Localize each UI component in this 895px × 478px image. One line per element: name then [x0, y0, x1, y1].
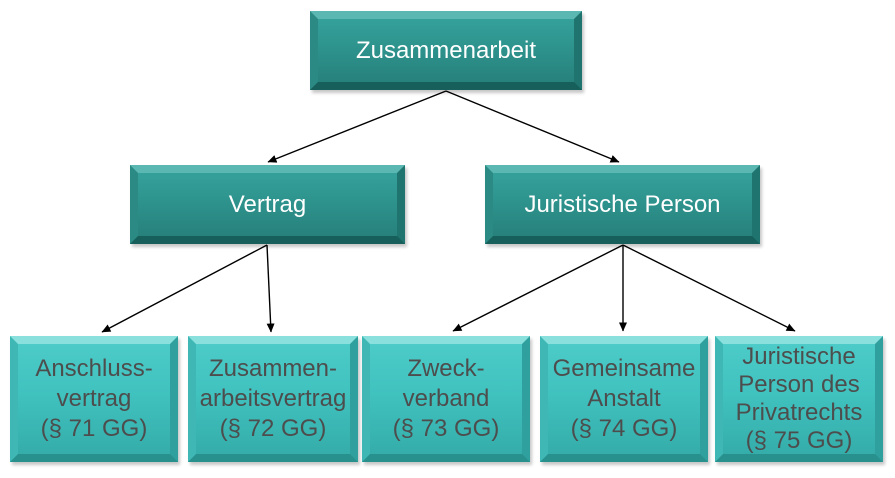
connector-jperson-b5 — [622, 244, 796, 332]
connector-root-vertrag — [267, 90, 447, 163]
connector-vertrag-b1 — [101, 244, 268, 333]
connector-root-jperson — [445, 90, 620, 163]
node-zusammenarbeit-label: Zusammenarbeit — [355, 37, 537, 64]
node-juristische-person-privatrechts: Juristische Person des Privatrechts (§ 7… — [715, 336, 883, 462]
connector-jperson-b3 — [452, 244, 624, 332]
node-gemeinsame-anstalt-label: Gemeinsame Anstalt (§ 74 GG) — [552, 355, 696, 442]
connector-vertrag-b2 — [266, 244, 275, 333]
node-zusammenarbeit: Zusammenarbeit — [310, 11, 582, 90]
node-zweckverband-label: Zweck- verband (§ 73 GG) — [392, 355, 500, 442]
node-gemeinsame-anstalt: Gemeinsame Anstalt (§ 74 GG) — [540, 336, 708, 462]
node-anschlussvertrag-label: Anschluss- vertrag (§ 71 GG) — [35, 355, 153, 442]
node-zweckverband: Zweck- verband (§ 73 GG) — [362, 336, 530, 462]
node-anschlussvertrag: Anschluss- vertrag (§ 71 GG) — [10, 336, 178, 462]
node-juristische-person: Juristische Person — [485, 165, 760, 244]
node-vertrag: Vertrag — [130, 165, 405, 244]
node-juristische-person-label: Juristische Person — [524, 191, 721, 218]
node-vertrag-label: Vertrag — [228, 191, 307, 218]
node-zusammenarbeitsvertrag-label: Zusammen- arbeitsvertrag (§ 72 GG) — [199, 355, 347, 442]
node-zusammenarbeitsvertrag: Zusammen- arbeitsvertrag (§ 72 GG) — [188, 336, 358, 462]
node-juristische-person-privatrechts-label: Juristische Person des Privatrechts (§ 7… — [735, 343, 863, 454]
